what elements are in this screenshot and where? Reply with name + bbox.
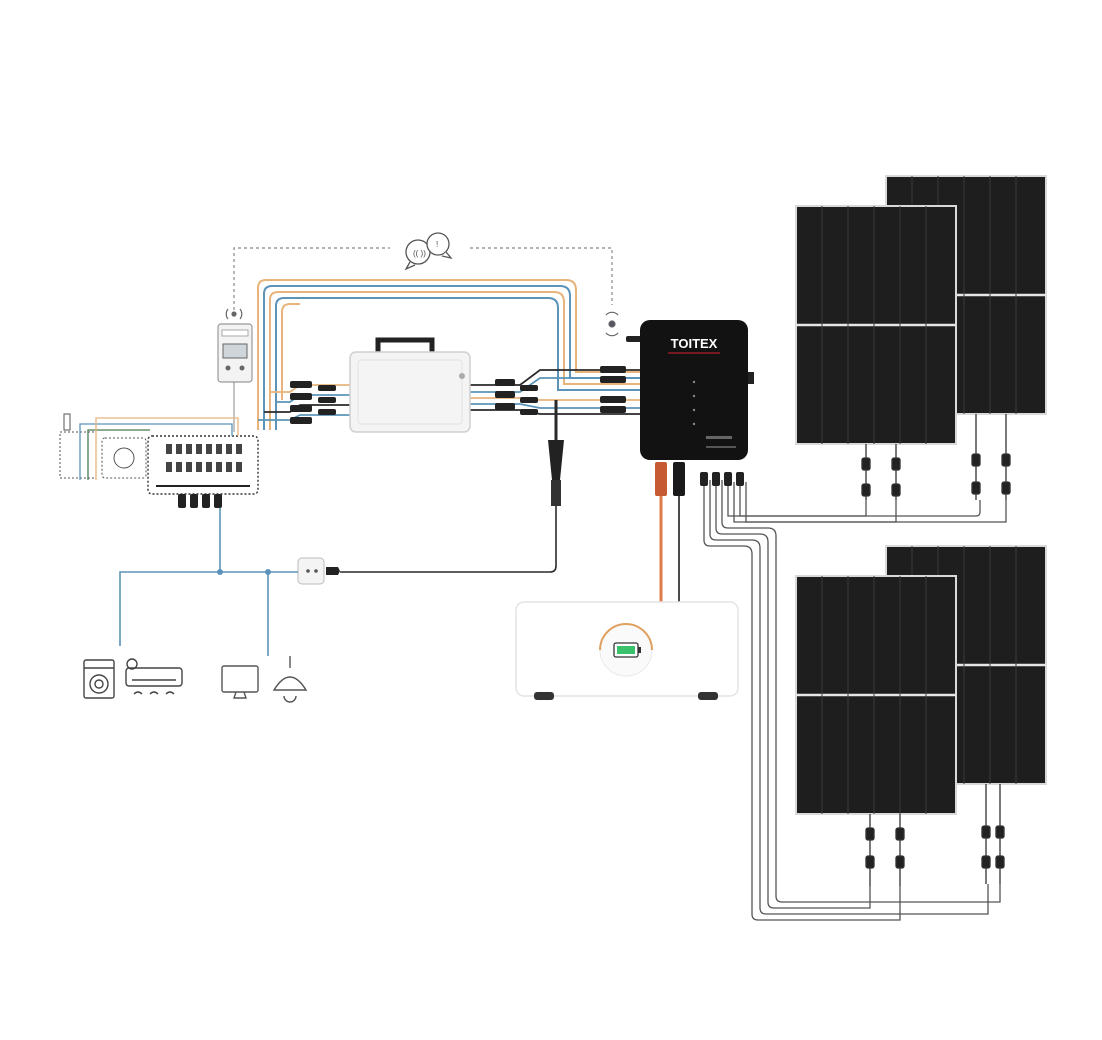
panel-leads: [861, 414, 1011, 886]
ceiling-lamp-icon: [272, 656, 308, 703]
hybrid-inverter-box: TOITEX: [626, 320, 754, 460]
air-conditioner-icon: [125, 658, 183, 695]
svg-text:(( )): (( )): [413, 249, 426, 258]
chat-bubbles-icon: (( )) !: [404, 232, 453, 271]
wifi-icon-inverter: [605, 311, 619, 337]
pv-cabling: [703, 480, 1007, 921]
grid-meter: [59, 413, 147, 479]
brand-logo: TOITEX: [671, 336, 718, 351]
din-rail-meter: [217, 323, 253, 383]
house-wiring: [79, 417, 239, 480]
pv-connectors-inverter: [700, 472, 744, 486]
battery-cables: [655, 462, 685, 602]
load-wiring: [119, 508, 298, 656]
monitor-icon: [221, 665, 259, 699]
ac-output-cable: [340, 400, 564, 573]
solar-panel: [795, 205, 957, 445]
mc4-connectors-left: [290, 381, 336, 424]
wifi-icon-meter: [225, 308, 243, 320]
schuko-socket: [297, 557, 340, 585]
svg-text:!: !: [436, 240, 438, 249]
junction-dot: [265, 569, 271, 575]
solar-panel: [795, 575, 957, 815]
junction-dot: [217, 569, 223, 575]
battery-charge-icon: [613, 642, 641, 658]
washing-machine-icon: [83, 659, 115, 699]
micro-inverter: [349, 337, 471, 433]
wireless-link: [233, 247, 613, 310]
fuse-box: [147, 435, 259, 508]
ac-wire-bundle: [257, 279, 640, 430]
mc4-connectors-right: [495, 366, 626, 415]
